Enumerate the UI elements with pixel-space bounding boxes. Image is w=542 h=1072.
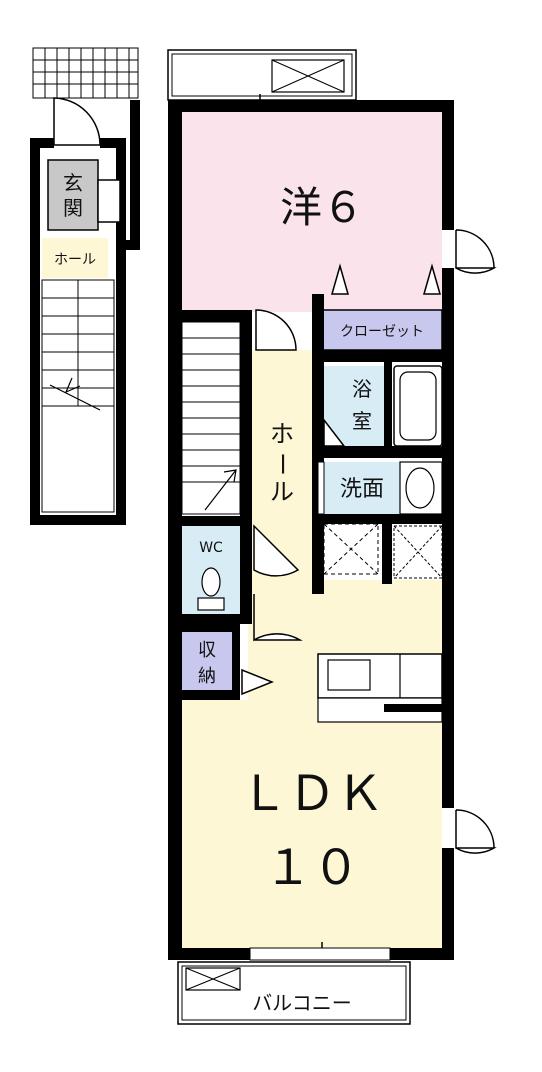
storage-label-1: 収: [198, 640, 216, 661]
walls: [168, 100, 454, 960]
closet-label: クローゼット: [340, 324, 424, 340]
entrance-label-2: 関: [63, 196, 83, 220]
small-hall-floor: [42, 238, 108, 278]
toilet-tank: [197, 597, 225, 611]
entrance-grid: [32, 47, 139, 99]
western-room-floor: [182, 112, 442, 312]
bath-label-1: 浴: [352, 377, 372, 401]
small-hall-label: ホール: [54, 252, 96, 268]
hall-label-2: ー: [268, 452, 296, 476]
shoe-cabinet: [97, 179, 121, 223]
washroom-label: 洗面: [340, 477, 384, 502]
entrance-level: 玄 関 ホール: [30, 47, 140, 525]
storage: [182, 632, 232, 692]
hall-label-3: ル: [270, 478, 294, 506]
doors: [241, 229, 497, 854]
storage-label-2: 納: [198, 666, 216, 687]
ldk-label-1: ＬＤＫ: [240, 766, 384, 822]
closet: [321, 309, 443, 351]
unit-stairs: [181, 321, 241, 515]
entrance-floor: [47, 159, 99, 231]
hall-label-1: ホ: [270, 420, 294, 448]
toilet-bowl: [201, 567, 221, 597]
entrance-label-1: 玄: [63, 171, 83, 195]
top-balcony: [167, 49, 357, 101]
balcony-label: バルコニー: [252, 991, 352, 1015]
entrance-stairs: [41, 279, 115, 513]
wc-label: WC: [199, 540, 223, 556]
fixtures: [181, 94, 444, 961]
bath-label-2: 室: [352, 409, 372, 433]
bottom-balcony: [177, 961, 411, 1025]
western-room-label: 洋６: [280, 183, 364, 232]
kitchen-counter: [317, 653, 444, 723]
ldk-label-2: １０: [264, 840, 360, 896]
